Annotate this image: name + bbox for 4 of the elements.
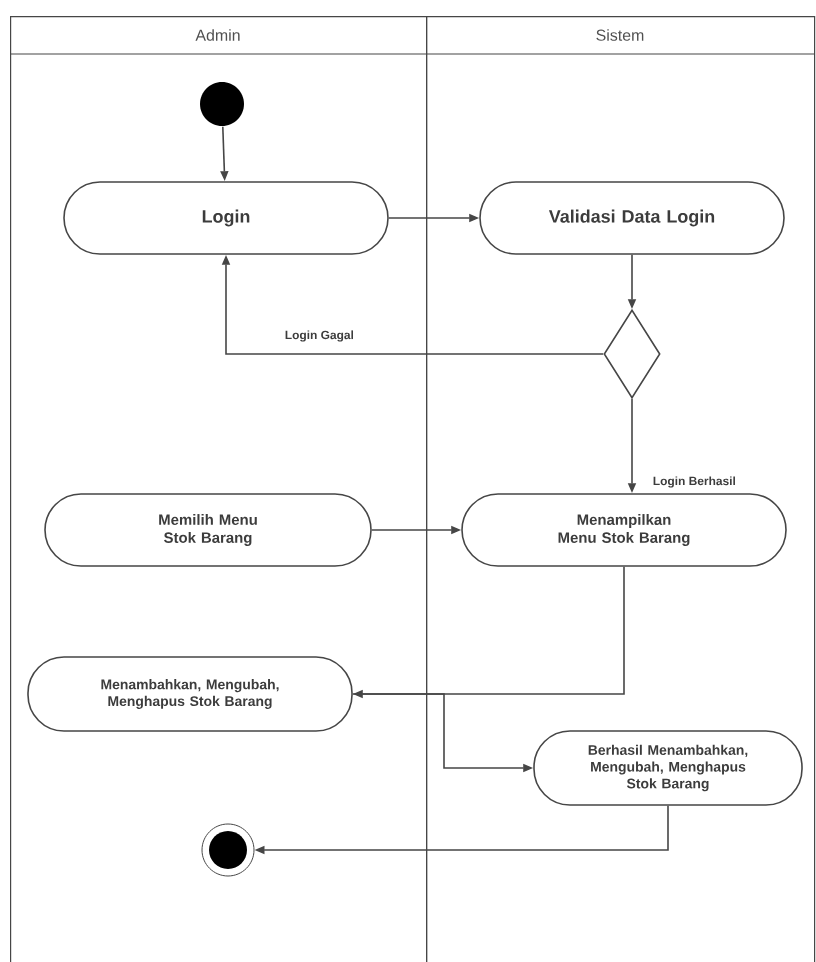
end-node [201, 823, 255, 877]
start-node [200, 82, 244, 126]
activity-box: Validasi Data Login [479, 181, 785, 255]
activity-box: Login [63, 181, 389, 255]
